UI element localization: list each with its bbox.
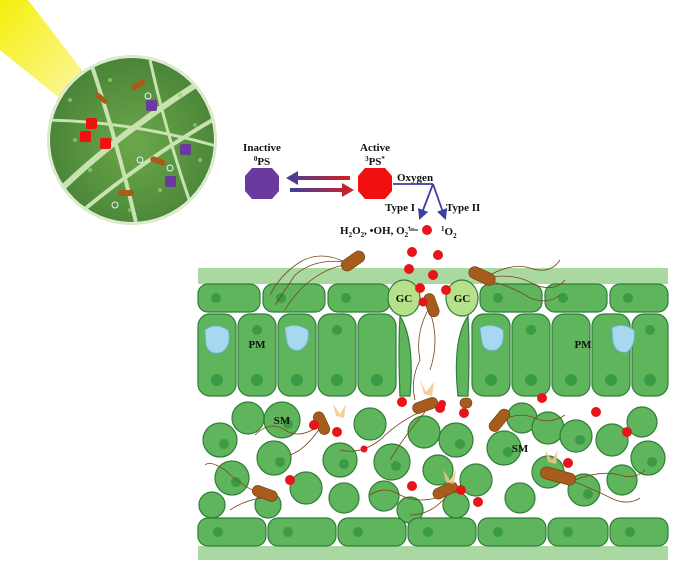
bacterium (251, 485, 278, 502)
inactive-title: Inactive (243, 142, 281, 154)
bacterium (432, 481, 458, 500)
singlet-oxygen-label: 1O2 (441, 225, 457, 240)
active-title: Active (360, 142, 390, 154)
guard-cells: GC GC (387, 279, 479, 317)
bacterium (412, 397, 439, 414)
bacterial-burst-effects (333, 380, 558, 484)
upper-epidermis (197, 283, 669, 313)
pm-label-left: PM (248, 339, 266, 351)
lower-cuticle (198, 546, 668, 560)
bacterium (488, 408, 511, 432)
active-ps-shape (358, 168, 392, 199)
bacterial-flagella (204, 255, 646, 516)
active-ps-group: Active 3PS* (358, 142, 392, 199)
active-state-label: 3PS* (365, 155, 385, 168)
type1-label: Type I (385, 202, 415, 214)
spongy-mesophyll (198, 401, 666, 524)
lower-epidermis (197, 517, 669, 547)
oxygen-label: Oxygen (397, 172, 433, 184)
inactive-state-label: 0PS (254, 155, 270, 168)
type2-label: Type II (446, 202, 480, 214)
ros-dot-center (422, 225, 432, 235)
sm-label-left: SM (274, 415, 291, 427)
leaf-cross-section: GC GC (197, 247, 669, 560)
bacterium (468, 266, 496, 286)
bacterium (540, 466, 576, 486)
inactive-ps-group: Inactive 0PS (243, 142, 281, 199)
sm-label-right: SM (512, 443, 529, 455)
gc-label-right: GC (454, 293, 471, 305)
ros-dots (285, 247, 632, 507)
bacteria (251, 250, 576, 502)
guard-cell-left (387, 279, 421, 317)
magnified-leaf-surface (47, 55, 217, 225)
light-beam (0, 0, 88, 100)
bacterium (340, 250, 366, 272)
equilibrium-arrows (286, 171, 354, 197)
type1-ros-label: H2O2, •OH, O2•– (340, 224, 415, 239)
inactive-ps-shape (245, 168, 279, 199)
pm-label-right: PM (574, 339, 592, 351)
gc-label-left: GC (396, 293, 413, 305)
bacterium (459, 397, 473, 409)
guard-cell-right (445, 279, 479, 317)
oxygen-branch: Oxygen Type I Type II H2O2, •OH, O2•– 1O… (340, 172, 480, 240)
bacterium (423, 293, 440, 318)
